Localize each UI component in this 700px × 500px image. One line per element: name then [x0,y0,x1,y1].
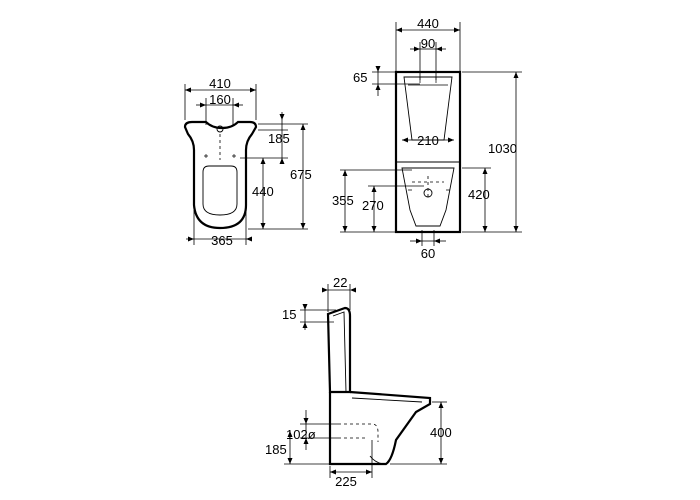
dim-410: 410 [209,76,231,91]
dim-15: 15 [282,307,296,322]
dim-90: 90 [421,36,435,51]
dim-22: 22 [333,275,347,290]
dim-400: 400 [430,425,452,440]
dim-675: 675 [290,167,312,182]
dim-160: 160 [209,92,231,107]
dim-225: 225 [335,474,357,489]
dim-102: 102ø [286,427,316,442]
front-view: 440 90 65 210 1030 420 35 [332,16,522,261]
dim-185: 185 [268,131,290,146]
dim-60: 60 [421,246,435,261]
dim-365: 365 [211,233,233,248]
dim-65: 65 [353,70,367,85]
dim-185-side: 185 [265,442,287,457]
dim-440-front: 440 [417,16,439,31]
dim-420: 420 [468,187,490,202]
dim-355: 355 [332,193,354,208]
side-view: 22 15 102ø 185 400 225 [265,275,452,489]
dim-1030: 1030 [488,141,517,156]
dim-210: 210 [417,133,439,148]
dim-270: 270 [362,198,384,213]
dim-440-top: 440 [252,184,274,199]
top-view: 410 160 185 675 440 365 [183,76,312,248]
